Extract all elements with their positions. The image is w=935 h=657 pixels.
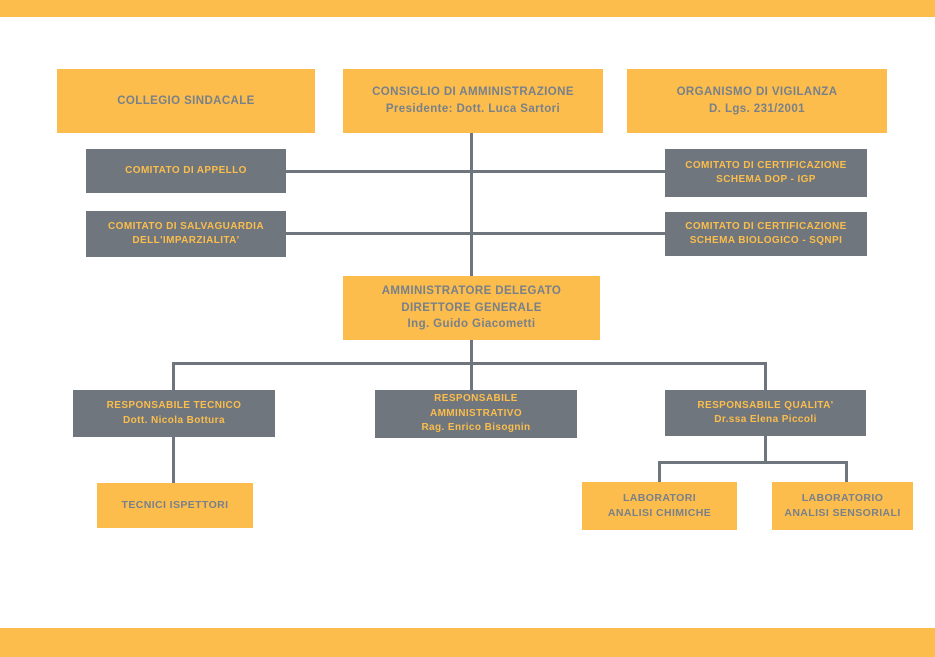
node-subtitle: D. Lgs. 231/2001 xyxy=(709,103,805,115)
bottom-accent-bar xyxy=(0,628,935,657)
connector-laboratori-branch xyxy=(658,461,848,464)
node-comitato-salvaguardia: COMITATO DI SALVAGUARDIA DELL'IMPARZIALI… xyxy=(86,211,286,257)
node-line2: DIRETTORE GENERALE xyxy=(401,301,542,314)
connector-drop-qualita xyxy=(764,362,767,390)
node-laboratori-analisi-chimiche: LABORATORI ANALISI CHIMICHE xyxy=(582,482,737,530)
connector-responsabili-branch xyxy=(172,362,767,365)
node-comitato-appello: COMITATO DI APPELLO xyxy=(86,149,286,193)
node-organismo-vigilanza: ORGANISMO DI VIGILANZA D. Lgs. 231/2001 xyxy=(627,69,887,133)
connector-drop-lab-sensoriali xyxy=(845,461,848,482)
node-title: ORGANISMO DI VIGILANZA xyxy=(676,86,838,99)
node-title: COMITATO DI CERTIFICAZIONE xyxy=(685,220,847,232)
node-subtitle: Dr.ssa Elena Piccoli xyxy=(714,414,817,425)
node-tecnici-ispettori: TECNICI ISPETTORI xyxy=(97,483,253,528)
node-title: CONSIGLIO DI AMMINISTRAZIONE xyxy=(372,86,574,99)
node-subtitle: ANALISI CHIMICHE xyxy=(607,507,712,519)
node-laboratorio-analisi-sensoriali: LABORATORIO ANALISI SENSORIALI xyxy=(772,482,913,530)
node-title: COMITATO DI CERTIFICAZIONE xyxy=(685,159,847,171)
node-title: LABORATORIO xyxy=(801,491,884,504)
node-line1: RESPONSABILE xyxy=(434,393,518,405)
connector-drop-lab-chimiche xyxy=(658,461,661,483)
node-subtitle: ANALISI SENSORIALI xyxy=(784,507,901,519)
node-title: LABORATORI xyxy=(622,491,697,504)
node-subtitle: Presidente: Dott. Luca Sartori xyxy=(385,103,561,115)
node-collegio-sindacale: COLLEGIO SINDACALE xyxy=(57,69,315,133)
node-line2: AMMINISTRATIVO xyxy=(429,407,523,419)
connector-salvaguardia-to-certbio xyxy=(286,232,665,235)
connector-drop-amministrativo xyxy=(470,362,473,390)
node-comitato-certificazione-biologico-sqnpi: COMITATO DI CERTIFICAZIONE SCHEMA BIOLOG… xyxy=(665,212,867,256)
node-title: TECNICI ISPETTORI xyxy=(121,498,229,511)
node-title: COMITATO DI SALVAGUARDIA xyxy=(108,220,264,232)
node-title: COMITATO DI APPELLO xyxy=(125,164,247,176)
top-accent-bar xyxy=(0,0,935,17)
node-line3: Rag. Enrico Bisognin xyxy=(421,422,531,434)
connector-consiglio-to-ad xyxy=(470,133,473,276)
node-consiglio-amministrazione: CONSIGLIO DI AMMINISTRAZIONE Presidente:… xyxy=(343,69,603,133)
connector-tecnico-to-tecnici xyxy=(172,437,175,483)
node-subtitle: DELL'IMPARZIALITA' xyxy=(132,235,240,246)
node-subtitle: SCHEMA DOP - IGP xyxy=(716,174,816,185)
connector-ad-down xyxy=(470,340,473,365)
connector-appello-to-certdop xyxy=(286,170,665,173)
node-title: COLLEGIO SINDACALE xyxy=(117,94,255,107)
node-subtitle: Dott. Nicola Bottura xyxy=(123,414,225,426)
node-title: RESPONSABILE TECNICO xyxy=(106,400,242,411)
node-comitato-certificazione-dop-igp: COMITATO DI CERTIFICAZIONE SCHEMA DOP - … xyxy=(665,149,867,197)
node-line1: AMMINISTRATORE DELEGATO xyxy=(381,284,562,297)
connector-drop-tecnico xyxy=(172,362,175,390)
node-subtitle: SCHEMA BIOLOGICO - SQNPI xyxy=(689,235,843,246)
node-responsabile-qualita: RESPONSABILE QUALITA' Dr.ssa Elena Picco… xyxy=(665,390,866,436)
node-amministratore-delegato: AMMINISTRATORE DELEGATO DIRETTORE GENERA… xyxy=(343,276,600,340)
node-responsabile-amministrativo: RESPONSABILE AMMINISTRATIVO Rag. Enrico … xyxy=(375,390,577,438)
node-line3: Ing. Guido Giacometti xyxy=(407,318,536,331)
node-responsabile-tecnico: RESPONSABILE TECNICO Dott. Nicola Bottur… xyxy=(73,390,275,437)
node-title: RESPONSABILE QUALITA' xyxy=(697,399,834,411)
connector-qualita-down xyxy=(764,436,767,463)
